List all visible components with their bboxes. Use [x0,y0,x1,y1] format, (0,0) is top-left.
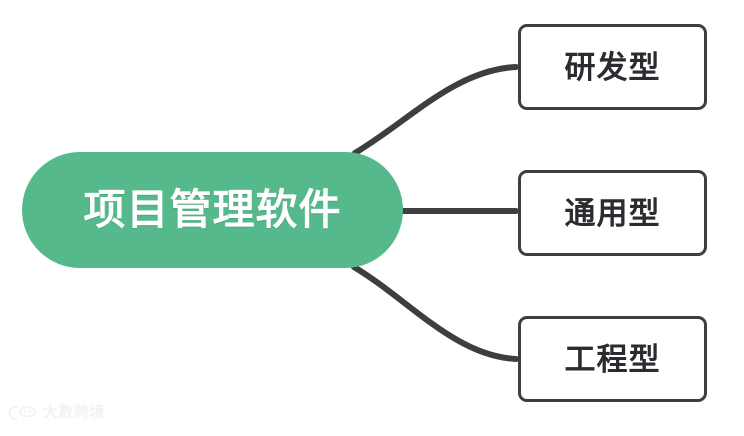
root-node-label: 项目管理软件 [83,186,342,233]
root-node[interactable]: 项目管理软件 [22,152,403,268]
watermark: 大数跨境 [8,404,105,421]
logo-mark-icon [8,406,36,420]
connector-to-branch-1 [352,64,519,156]
branch-node-2-label: 通用型 [564,195,661,231]
branch-node-1[interactable]: 研发型 [518,24,707,110]
branch-node-3-label: 工程型 [564,341,661,377]
branch-node-1-label: 研发型 [564,49,661,85]
connector-to-branch-3 [351,264,519,362]
watermark-text: 大数跨境 [43,404,106,421]
branch-node-3[interactable]: 工程型 [518,316,707,402]
branch-node-2[interactable]: 通用型 [518,170,707,256]
